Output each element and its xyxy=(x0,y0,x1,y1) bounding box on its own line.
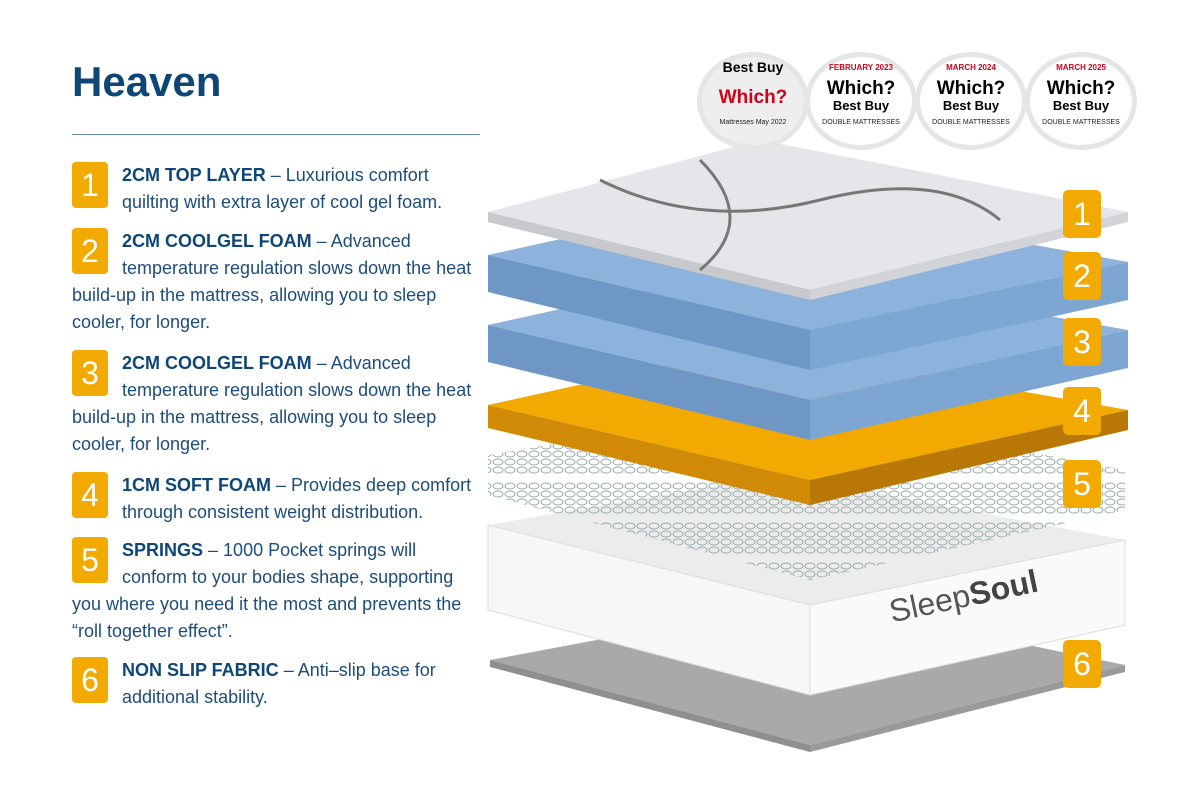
page-title: Heaven xyxy=(72,58,222,105)
layer-description-5: 5 SPRINGS – 1000 Pocket springs will con… xyxy=(72,537,472,645)
layer-text: – 1000 Pocket springs will conform to yo… xyxy=(72,540,462,641)
layer-top-quilting xyxy=(488,140,1128,300)
which-badge-2023: FEBRUARY 2023 Which? Best Buy DOUBLE MAT… xyxy=(805,52,917,150)
layer-text: – Anti–slip base for additional stabilit… xyxy=(122,660,436,707)
layer-marker-6: 6 xyxy=(1063,640,1101,688)
layer-heading: 1CM SOFT FOAM xyxy=(122,475,271,495)
number-badge: 2 xyxy=(72,228,108,274)
layer-description-6: 6 NON SLIP FABRIC – Anti–slip base for a… xyxy=(72,657,472,711)
layer-description-1: 1 2CM TOP LAYER – Luxurious comfort quil… xyxy=(72,162,472,216)
which-badge-2024: MARCH 2024 Which? Best Buy DOUBLE MATTRE… xyxy=(915,52,1027,150)
which-badge-2025: MARCH 2025 Which? Best Buy DOUBLE MATTRE… xyxy=(1025,52,1137,150)
number-badge: 6 xyxy=(72,657,108,703)
layer-heading: 2CM TOP LAYER xyxy=(122,165,266,185)
layer-text: – Luxurious comfort quilting with extra … xyxy=(122,165,443,212)
layer-marker-2: 2 xyxy=(1063,252,1101,300)
divider xyxy=(72,134,480,135)
which-badge-2022: Best Buy Which? Mattresses May 2022 xyxy=(697,52,809,150)
layer-heading: 2CM COOLGEL FOAM xyxy=(122,353,312,373)
layer-description-2: 2 2CM COOLGEL FOAM – Advanced temperatur… xyxy=(72,228,472,336)
layer-heading: NON SLIP FABRIC xyxy=(122,660,279,680)
layer-marker-3: 3 xyxy=(1063,318,1101,366)
number-badge: 3 xyxy=(72,350,108,396)
number-badge: 1 xyxy=(72,162,108,208)
layer-text: – Advanced temperature regulation slows … xyxy=(72,231,472,332)
layer-heading: 2CM COOLGEL FOAM xyxy=(122,231,312,251)
number-badge: 4 xyxy=(72,472,108,518)
layer-heading: SPRINGS xyxy=(122,540,204,560)
layer-marker-4: 4 xyxy=(1063,387,1101,435)
layer-description-3: 3 2CM COOLGEL FOAM – Advanced temperatur… xyxy=(72,350,472,458)
layer-marker-1: 1 xyxy=(1063,190,1101,238)
layer-marker-5: 5 xyxy=(1063,460,1101,508)
layer-text: – Advanced temperature regulation slows … xyxy=(72,353,472,454)
layer-text: – Provides deep comfort through consiste… xyxy=(122,475,472,522)
number-badge: 5 xyxy=(72,537,108,583)
layer-description-4: 4 1CM SOFT FOAM – Provides deep comfort … xyxy=(72,472,472,526)
